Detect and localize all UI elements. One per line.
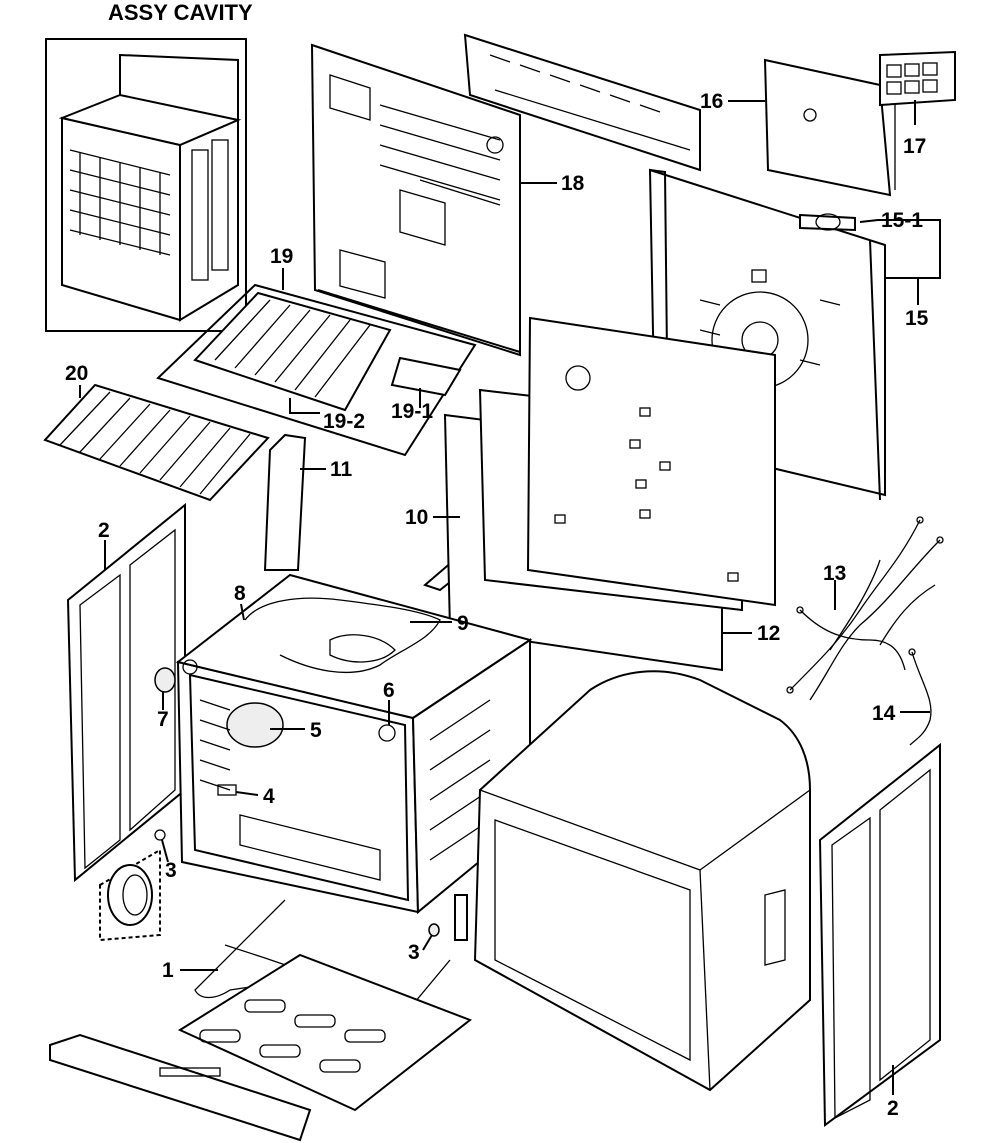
callout-17: 17	[903, 135, 926, 158]
rear-vent-panel	[463, 33, 701, 172]
callout-3-left: 3	[165, 859, 177, 882]
callout-1: 1	[162, 959, 174, 982]
side-trim-right	[818, 742, 941, 1127]
leader-lines	[79, 100, 941, 1095]
control-bracket	[763, 58, 896, 197]
callout-16: 16	[700, 90, 723, 113]
callout-19-1: 19-1	[391, 400, 433, 423]
callout-2-left: 2	[98, 519, 110, 542]
callout-2-right: 2	[887, 1097, 899, 1120]
fan-motor-cover	[799, 213, 856, 232]
callout-18: 18	[561, 172, 585, 195]
callout-14: 14	[872, 702, 896, 725]
oven-rack-20	[43, 383, 270, 502]
callout-15-1: 15-1	[881, 209, 923, 232]
insulation-wrap	[473, 670, 811, 1092]
callout-20: 20	[65, 362, 88, 385]
callout-11: 11	[330, 458, 353, 481]
bottom-tray	[177, 953, 473, 1112]
callout-8: 8	[234, 582, 246, 605]
terminal-block	[879, 50, 956, 107]
callout-7: 7	[157, 708, 169, 731]
assy-cavity-inset	[45, 38, 247, 332]
vent-duct	[263, 433, 307, 571]
door-lock-motor	[154, 667, 176, 693]
side-trim-left	[66, 502, 186, 883]
callout-12: 12	[757, 622, 780, 645]
rear-panel	[310, 43, 521, 357]
broil-element	[244, 597, 441, 674]
oven-rack-19	[156, 283, 477, 457]
callout-3-right: 3	[408, 941, 420, 964]
callout-15: 15	[905, 307, 929, 330]
callout-10: 10	[405, 506, 428, 529]
callout-labels: 16 17 18 15-1 15 19 20 19-1 19-2 11 10 1…	[65, 90, 929, 1120]
wire-harness	[786, 516, 944, 701]
callout-19-2: 19-2	[323, 410, 365, 433]
callout-19: 19	[270, 245, 293, 268]
callout-6: 6	[383, 679, 395, 702]
insulation-layers	[443, 316, 776, 672]
lamp-assembly-right	[428, 894, 468, 941]
diagram-title: ASSY CAVITY	[108, 0, 253, 25]
lamp-assembly-left	[99, 829, 166, 942]
front-trim	[49, 1033, 312, 1142]
callout-9: 9	[457, 612, 469, 635]
callout-4: 4	[263, 785, 275, 808]
callout-5: 5	[310, 719, 322, 742]
sensor-wire	[908, 648, 932, 746]
callout-13: 13	[823, 562, 846, 585]
